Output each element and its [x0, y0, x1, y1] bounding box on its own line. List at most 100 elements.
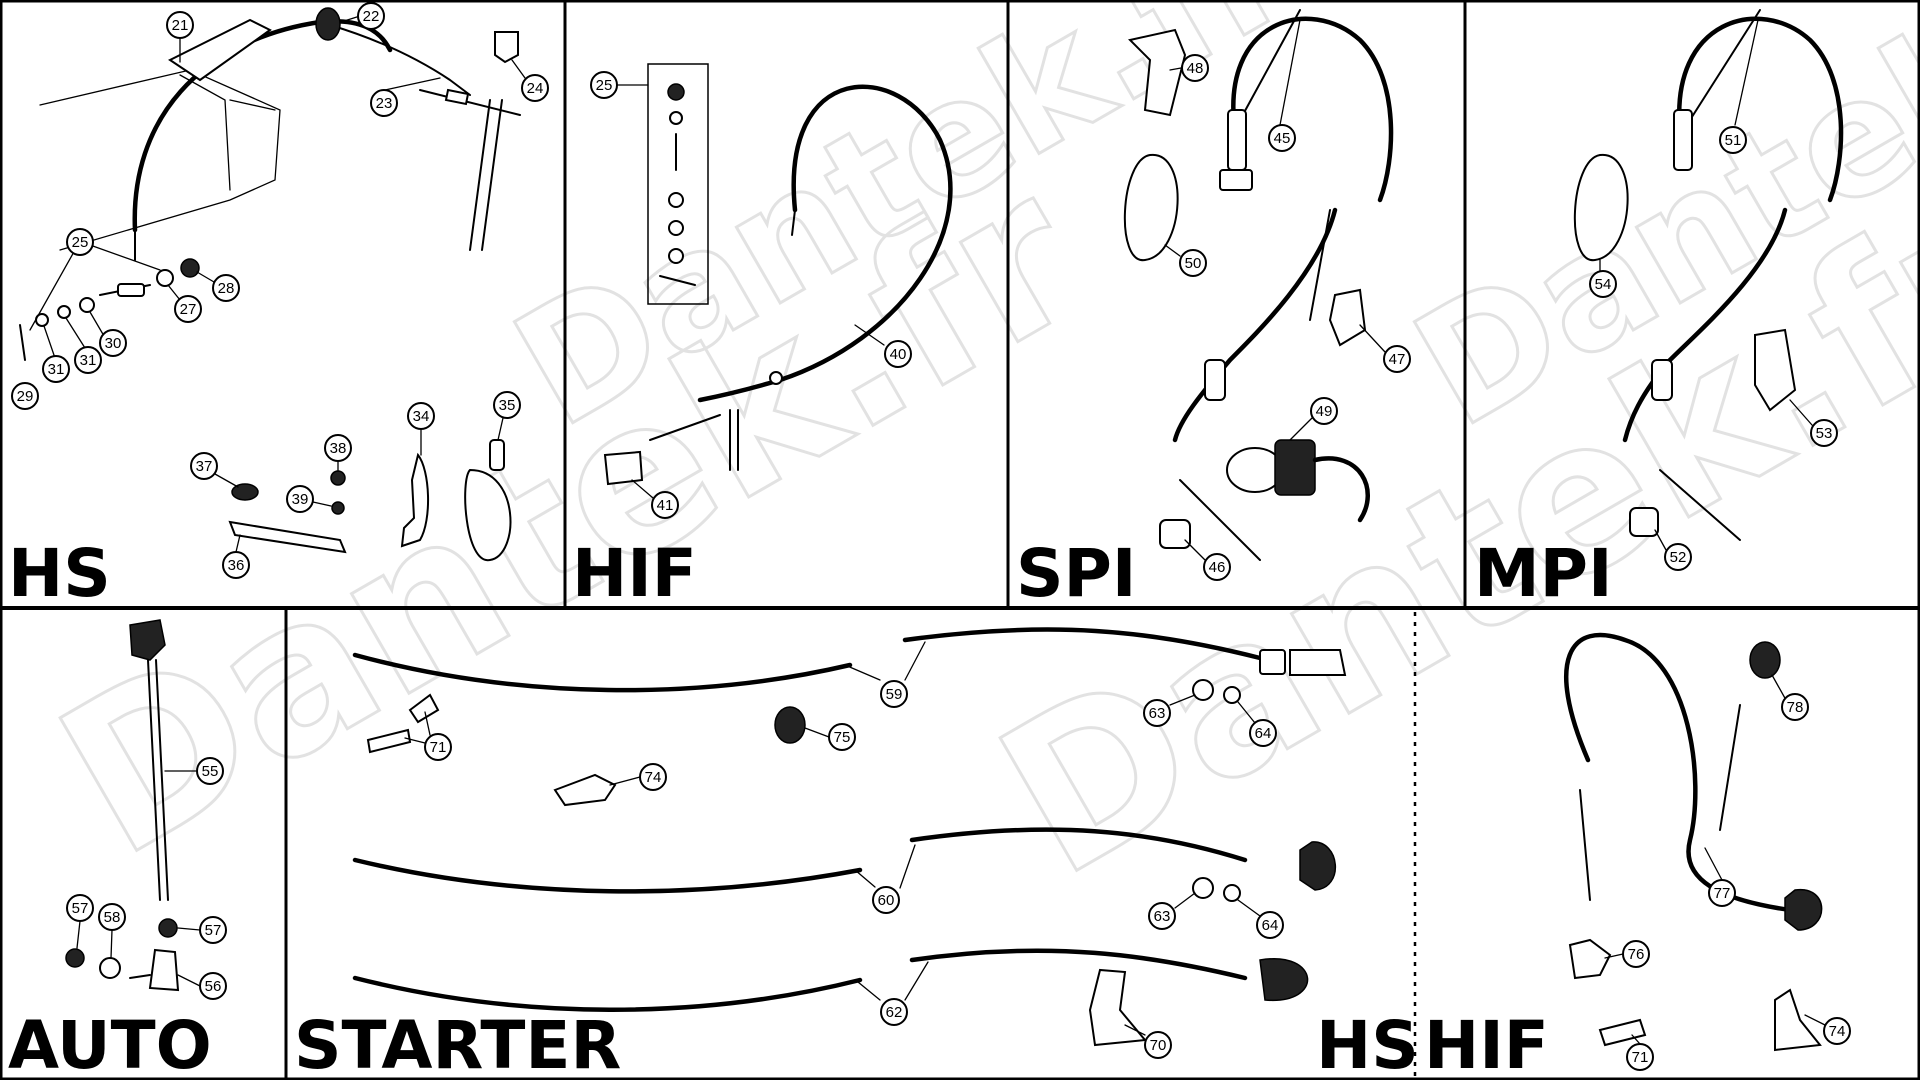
callout-64b: 64: [1237, 899, 1284, 939]
callout-27-label: 27: [180, 301, 197, 318]
mpi-drawing: [1573, 9, 1844, 541]
callout-39-label: 39: [292, 491, 309, 508]
callout-55-label: 55: [202, 763, 219, 780]
callout-22: 22: [340, 2, 385, 30]
callout-48-label: 48: [1187, 60, 1204, 77]
callout-21: 21: [166, 11, 194, 63]
callout-25-label: 25: [72, 234, 89, 251]
callout-77: 77: [1704, 847, 1736, 907]
callout-63a-label: 63: [1149, 705, 1166, 722]
panel-label-hif-bottom: HIF: [1424, 1007, 1549, 1080]
callout-29: 29: [11, 382, 39, 410]
callout-49-label: 49: [1316, 403, 1333, 420]
callout-39: 39: [286, 485, 332, 513]
callout-54-label: 54: [1595, 276, 1612, 293]
auto-drawing: [65, 619, 180, 992]
panel-label-spi: SPI: [1016, 535, 1136, 612]
callout-75: 75: [804, 723, 856, 751]
callout-71a-label: 71: [430, 739, 447, 756]
callout-56-label: 56: [205, 978, 222, 995]
callout-46: 46: [1184, 539, 1231, 581]
callout-47: 47: [1359, 324, 1411, 373]
callout-56: 56: [177, 972, 227, 1000]
panel-label-hif-top: HIF: [572, 535, 697, 612]
callout-45-label: 45: [1274, 130, 1291, 147]
callout-41: 41: [631, 479, 679, 519]
callout-23-label: 23: [376, 95, 393, 112]
callout-53: 53: [1789, 399, 1838, 447]
callout-37: 37: [190, 452, 239, 488]
callout-34-label: 34: [413, 408, 430, 425]
callout-51: 51: [1719, 19, 1759, 154]
panel-label-mpi: MPI: [1474, 535, 1613, 612]
callout-60: 60: [854, 844, 916, 914]
callout-41-label: 41: [657, 497, 674, 514]
callout-64b-label: 64: [1262, 917, 1279, 934]
callout-30: 30: [89, 311, 127, 357]
callout-57b-label: 57: [205, 922, 222, 939]
callout-36-label: 36: [228, 557, 245, 574]
callout-57a-label: 57: [72, 900, 89, 917]
callout-37-label: 37: [196, 458, 213, 475]
callout-25: 25: [29, 228, 161, 331]
callout-62-label: 62: [886, 1004, 903, 1021]
callout-30-label: 30: [105, 335, 122, 352]
hif-top-drawing: [603, 63, 953, 486]
callout-21-label: 21: [172, 17, 189, 34]
callout-31a: 31: [42, 325, 70, 383]
callout-63a: 63: [1143, 694, 1196, 727]
callout-78: 78: [1771, 674, 1809, 721]
callout-55: 55: [164, 757, 224, 785]
callout-57b: 57: [177, 916, 227, 944]
callout-47-label: 47: [1389, 351, 1406, 368]
callout-64a: 64: [1237, 701, 1277, 747]
callout-50: 50: [1164, 244, 1207, 277]
callout-59: 59: [844, 641, 926, 708]
panel-label-hs-top: HS: [8, 535, 111, 612]
callout-25b: 25: [590, 71, 649, 99]
callout-36: 36: [222, 534, 250, 579]
callout-58: 58: [98, 903, 126, 959]
callout-49: 49: [1289, 397, 1338, 441]
starter-drawing: [352, 627, 1347, 1047]
callout-31a-label: 31: [48, 361, 65, 378]
callout-24-label: 24: [527, 80, 544, 97]
callout-45: 45: [1268, 19, 1301, 152]
callout-51-label: 51: [1725, 132, 1742, 149]
callout-78-label: 78: [1787, 699, 1804, 716]
callout-25b-label: 25: [596, 77, 613, 94]
callout-74a: 74: [609, 763, 667, 791]
callout-31b: 31: [65, 317, 102, 374]
callout-52-label: 52: [1670, 549, 1687, 566]
callout-40-label: 40: [890, 346, 907, 363]
callout-63b-label: 63: [1154, 908, 1171, 925]
callout-71b: 71: [1626, 1034, 1654, 1071]
callout-35-label: 35: [499, 397, 516, 414]
spi-drawing: [1123, 9, 1394, 561]
callout-40: 40: [854, 324, 912, 368]
callout-58-label: 58: [104, 909, 121, 926]
callout-52: 52: [1654, 529, 1692, 571]
callout-70: 70: [1124, 1024, 1172, 1059]
hif-bottom-drawing: [1564, 632, 1823, 1052]
callout-46-label: 46: [1209, 559, 1226, 576]
callout-29-label: 29: [17, 388, 34, 405]
panel-label-starter: STARTER: [294, 1007, 621, 1080]
callout-28-label: 28: [218, 280, 235, 297]
panel-label-hs-bottom: HS: [1316, 1007, 1419, 1080]
callout-54: 54: [1589, 259, 1617, 298]
callout-75-label: 75: [834, 729, 851, 746]
callout-53-label: 53: [1816, 425, 1833, 442]
callout-74b-label: 74: [1829, 1023, 1846, 1040]
callout-34: 34: [407, 402, 435, 456]
panel-labels: HS HIF SPI MPI AUTO STARTER HS HIF: [8, 535, 1613, 1080]
callout-74b: 74: [1804, 1014, 1851, 1045]
callout-38: 38: [324, 434, 352, 472]
callout-71a: 71: [404, 711, 452, 761]
callout-71b-label: 71: [1632, 1049, 1649, 1066]
callout-22-label: 22: [363, 8, 380, 25]
callout-62: 62: [857, 961, 929, 1026]
